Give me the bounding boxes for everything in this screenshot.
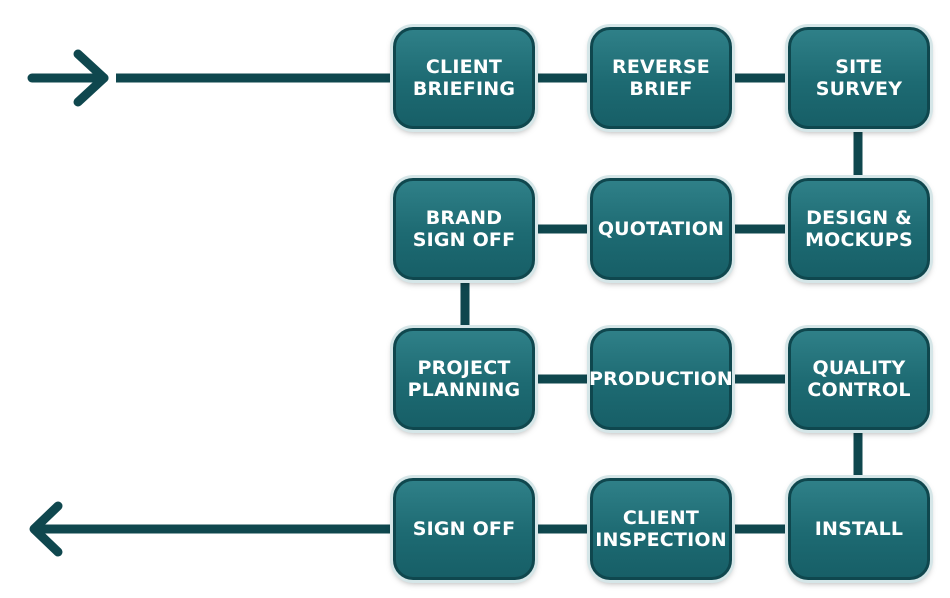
step-project-planning: PROJECT PLANNING [393, 328, 535, 430]
step-brand-sign-off: BRAND SIGN OFF [393, 178, 535, 280]
step-client-inspection: CLIENT INSPECTION [590, 478, 732, 580]
step-sign-off: SIGN OFF [393, 478, 535, 580]
step-install: INSTALL [788, 478, 930, 580]
step-client-briefing: CLIENT BRIEFING [393, 27, 535, 129]
step-design-mockups: DESIGN & MOCKUPS [788, 178, 930, 280]
step-quality-control: QUALITY CONTROL [788, 328, 930, 430]
step-reverse-brief: REVERSE BRIEF [590, 27, 732, 129]
step-site-survey: SITE SURVEY [788, 27, 930, 129]
step-production: PRODUCTION [589, 328, 733, 430]
step-quotation: QUOTATION [590, 178, 732, 280]
entry-arrowhead [73, 49, 109, 107]
exit-arrowhead [29, 501, 63, 557]
